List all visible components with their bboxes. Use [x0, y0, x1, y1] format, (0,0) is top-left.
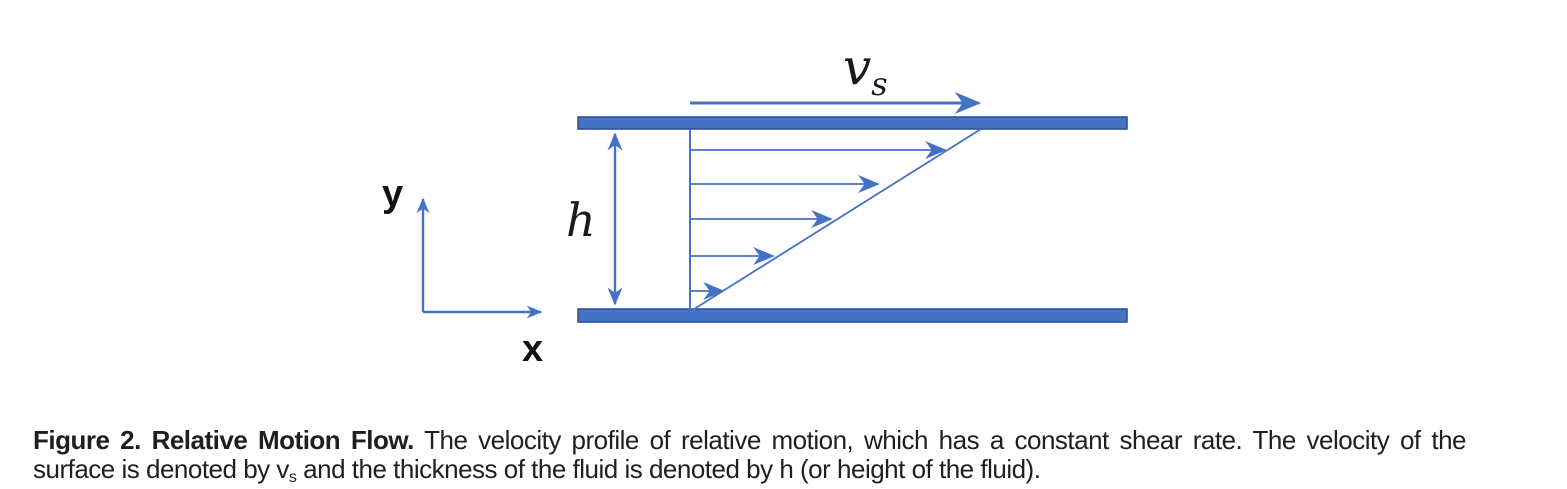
surface-velocity-label: vs: [843, 38, 888, 103]
caption-line2-text-post: and the thickness of the fluid is denote…: [296, 454, 1041, 484]
vs-label-main: v: [843, 38, 871, 96]
flow-diagram: y x vs h: [382, 38, 1128, 370]
caption-line-2: surface is denoted by vs and the thickne…: [33, 455, 1466, 488]
bottom-plate: [577, 308, 1128, 323]
caption-line1-text: The velocity profile of relative motion,…: [413, 425, 1466, 455]
y-axis-label: y: [382, 173, 403, 215]
caption-figure-heading: Figure 2. Relative Motion Flow.: [33, 425, 414, 455]
height-label: h: [566, 193, 596, 247]
top-plate: [577, 116, 1128, 130]
figure-caption: Figure 2. Relative Motion Flow. The velo…: [33, 425, 1467, 488]
x-axis-label: x: [522, 328, 543, 370]
caption-line2-text-pre: surface is denoted by v: [33, 454, 289, 484]
caption-line-1: Figure 2. Relative Motion Flow. The velo…: [33, 425, 1467, 455]
profile-gradient-line: [690, 128, 982, 312]
velocity-profile: [689, 128, 982, 312]
vs-label-subscript: s: [871, 65, 887, 103]
caption-vs-subscript: s: [288, 467, 297, 486]
coordinate-axes: y x: [382, 173, 543, 370]
